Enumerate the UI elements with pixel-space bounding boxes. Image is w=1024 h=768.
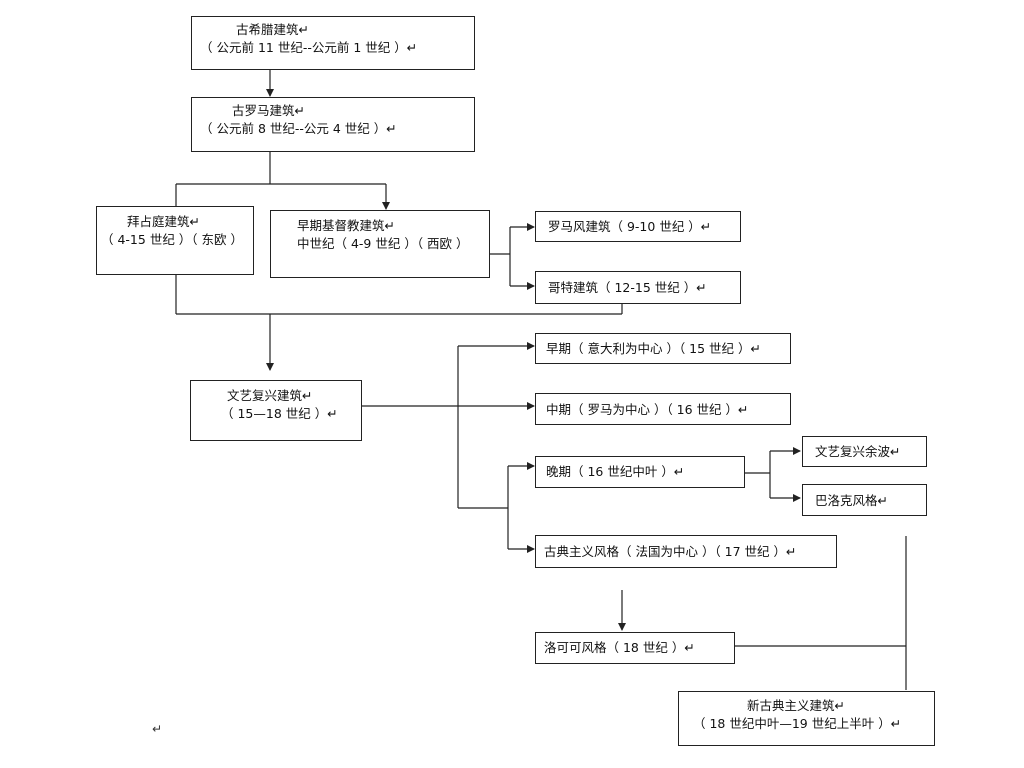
node-period: （ 15—18 世纪 ）↵ — [221, 406, 338, 422]
node-period: （ 公元前 11 世纪--公元前 1 世纪 ）↵ — [200, 40, 418, 56]
node-title: 罗马风建筑（ 9-10 世纪 ）↵ — [548, 219, 712, 234]
node-mid-period: 中期（ 罗马为中心 ）（ 16 世纪 ）↵ — [535, 393, 791, 425]
node-byzantine: 拜占庭建筑↵ （ 4-15 世纪 ）（ 东欧 ） — [96, 206, 254, 275]
node-title: 中期（ 罗马为中心 ）（ 16 世纪 ）↵ — [546, 402, 749, 417]
node-period: 中世纪（ 4-9 世纪 ）（ 西欧 ） — [297, 236, 469, 252]
node-title: 文艺复兴余波↵ — [815, 444, 901, 459]
node-rococo: 洛可可风格（ 18 世纪 ）↵ — [535, 632, 735, 664]
node-period: （ 公元前 8 世纪--公元 4 世纪 ）↵ — [200, 121, 397, 137]
node-period: （ 4-15 世纪 ）（ 东欧 ） — [101, 232, 243, 248]
node-title: 文艺复兴建筑↵ — [227, 388, 313, 403]
node-title: 古希腊建筑↵ — [236, 22, 309, 37]
node-renaissance: 文艺复兴建筑↵ （ 15—18 世纪 ）↵ — [190, 380, 362, 441]
node-early-period: 早期（ 意大利为中心 ）（ 15 世纪 ）↵ — [535, 333, 791, 364]
node-renaissance-reminiscence: 文艺复兴余波↵ — [802, 436, 927, 467]
stray-return-mark: ↵ — [152, 722, 163, 736]
node-late-period: 晚期（ 16 世纪中叶 ）↵ — [535, 456, 745, 488]
node-ancient-greek: 古希腊建筑↵ （ 公元前 11 世纪--公元前 1 世纪 ）↵ — [191, 16, 475, 70]
node-title: 巴洛克风格↵ — [815, 493, 888, 508]
node-baroque: 巴洛克风格↵ — [802, 484, 927, 516]
node-neoclassical: 新古典主义建筑↵ （ 18 世纪中叶—19 世纪上半叶 ）↵ — [678, 691, 935, 746]
node-romanesque: 罗马风建筑（ 9-10 世纪 ）↵ — [535, 211, 741, 242]
node-title: 古典主义风格（ 法国为中心 ）（ 17 世纪 ）↵ — [544, 544, 797, 559]
node-early-christian: 早期基督教建筑↵ 中世纪（ 4-9 世纪 ）（ 西欧 ） — [270, 210, 490, 278]
node-gothic: 哥特建筑（ 12-15 世纪 ）↵ — [535, 271, 741, 304]
node-title: 古罗马建筑↵ — [232, 103, 305, 118]
node-title: 早期基督教建筑↵ — [297, 218, 395, 233]
node-title: 晚期（ 16 世纪中叶 ）↵ — [546, 464, 685, 479]
node-title: 拜占庭建筑↵ — [127, 214, 200, 229]
node-title: 洛可可风格（ 18 世纪 ）↵ — [544, 640, 695, 655]
node-classicism: 古典主义风格（ 法国为中心 ）（ 17 世纪 ）↵ — [535, 535, 837, 568]
node-title: 早期（ 意大利为中心 ）（ 15 世纪 ）↵ — [546, 341, 761, 356]
node-title: 哥特建筑（ 12-15 世纪 ）↵ — [548, 280, 707, 295]
node-ancient-roman: 古罗马建筑↵ （ 公元前 8 世纪--公元 4 世纪 ）↵ — [191, 97, 475, 152]
node-period: （ 18 世纪中叶—19 世纪上半叶 ）↵ — [693, 716, 902, 732]
node-title: 新古典主义建筑↵ — [747, 698, 845, 713]
